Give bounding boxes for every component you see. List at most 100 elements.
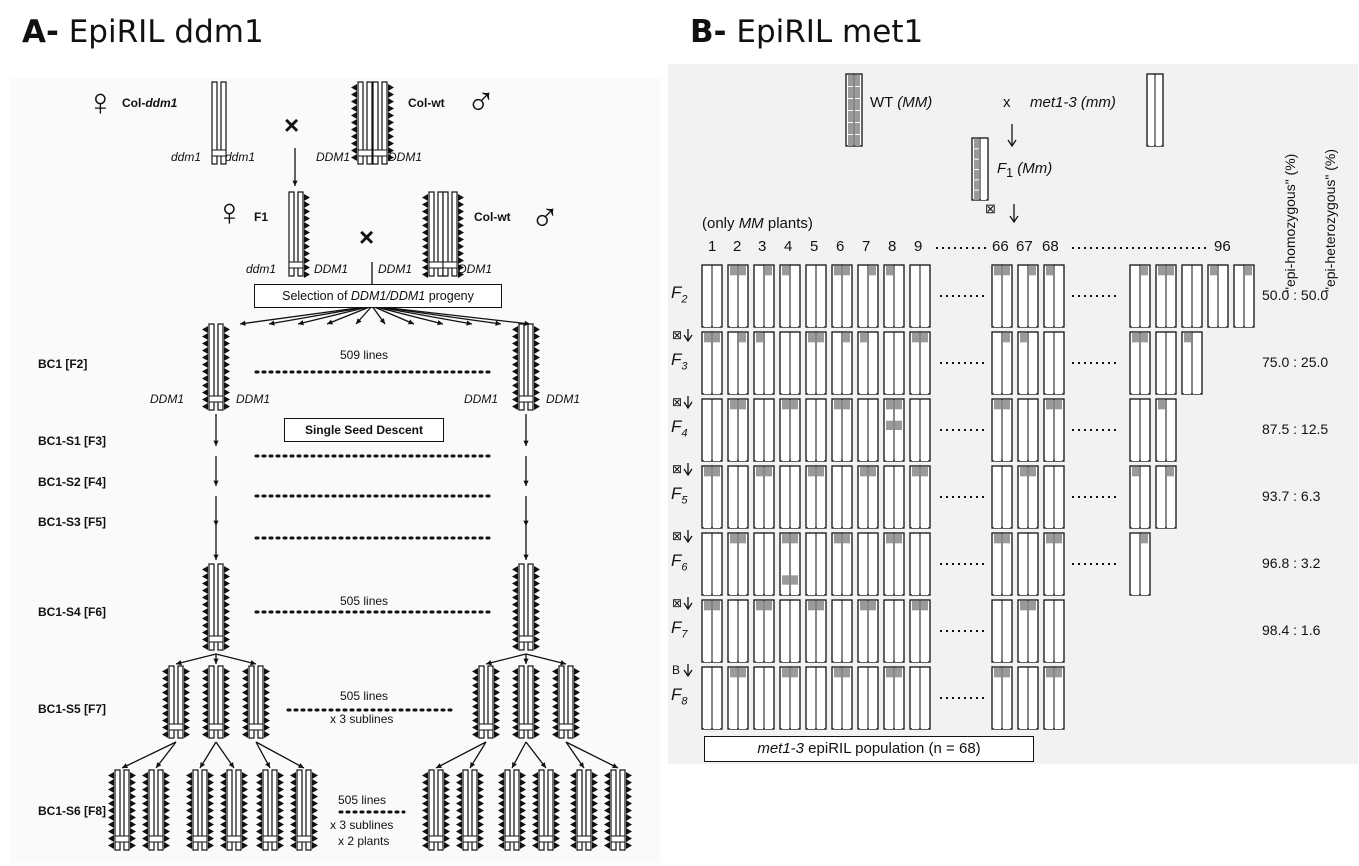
s6-right-chrom-5-mark-right: [626, 772, 632, 779]
panel-b-title-text: EpiRIL met1: [736, 14, 924, 50]
s6-right-chrom-5-mark-right: [626, 786, 632, 793]
s6-right-chrom-1-mark-left: [456, 842, 462, 849]
grid-bar-r1-c10-seg-l: [1020, 384, 1027, 394]
male-symbol-2-icon: ♂: [530, 196, 560, 240]
fan-arrow-7-shaft: [371, 305, 444, 325]
ssd-right-arrow-1-head: [523, 480, 529, 486]
grid-bar-r4-c9-seg-l: [994, 544, 1001, 554]
f1-chrom-mark-right: [304, 222, 310, 229]
grid-bar-r5-c11-seg-r: [1055, 601, 1062, 611]
note-s6-sublines: x 3 sublines: [330, 818, 394, 832]
grid-bar-r6-c0-seg-r: [713, 678, 720, 688]
grid-bar-r4-c4-seg-l: [808, 565, 815, 575]
s5-right-chrom-1-mark-right: [534, 675, 540, 682]
grid-bar-r6-c10-seg-r: [1029, 719, 1036, 729]
s5-left-chrom-2-mark-right: [264, 710, 270, 717]
grid-bar-r0-c4-seg-l: [808, 317, 815, 327]
s6-right-chrom-0-mark-left: [422, 793, 428, 800]
note-509-lines: 509 lines: [340, 348, 389, 362]
grid-bar-r0-c7-seg-l: [886, 276, 893, 286]
grid-bar-r4-c4-seg-r: [817, 585, 824, 595]
grid-bar-r0-c8-seg-l: [912, 317, 919, 327]
tail-bar-r2-c0-seg-r: [1141, 451, 1148, 461]
grid-bar-r4-c9-seg-r: [1003, 575, 1010, 585]
s6-left-chrom-5-mark-left: [290, 821, 296, 828]
tail-bar-r4-c0-seg-l: [1132, 575, 1139, 585]
plant-number: 7: [862, 238, 871, 255]
grid-bar-r0-c6-seg-l: [860, 297, 867, 307]
s6-right-chrom-5-mark-right: [626, 800, 632, 807]
grid-bar-r5-c1-seg-r: [739, 652, 746, 662]
s5-left-chrom-1-mark-left: [202, 710, 208, 717]
grid-bar-r3-c10-seg-l: [1020, 498, 1027, 508]
grid-bar-r6-c1-seg-l: [730, 719, 737, 729]
grid-bar-r0-c2-seg-l: [756, 276, 763, 286]
grid-bar-r2-c11-seg-l: [1046, 420, 1053, 430]
s6-right-chrom-4-locus: [576, 835, 592, 843]
tail-bar-r3-c1-seg-r: [1167, 477, 1174, 487]
grid-bar-r1-c4-seg-r: [817, 384, 824, 394]
grid-bar-r3-c9-seg-r: [1003, 477, 1010, 487]
s6-right-chrom-4-mark-left: [570, 800, 576, 807]
bc1-chrom-left-mark-right: [224, 326, 230, 333]
s6-right-chrom-1-mark-right: [478, 800, 484, 807]
grid-bar-r2-c8-seg-r: [921, 431, 928, 441]
tail-bar-r3-c1-seg-l: [1158, 487, 1165, 497]
grid-bar-r5-c8-seg-r: [921, 652, 928, 662]
bc1-chrom-left-mark-right: [224, 389, 230, 396]
tail-bar-r3-c0-seg-r: [1141, 487, 1148, 497]
grid-bar-r5-c8-seg-l: [912, 601, 919, 611]
generation-label: F3: [671, 350, 688, 373]
grid-bar-r4-c1-seg-l: [730, 544, 737, 554]
grid-bar-r2-c6-seg-r: [869, 431, 876, 441]
grid-bar-r0-c8-seg-r: [921, 286, 928, 296]
grid-bar-r6-c5-seg-r: [843, 678, 850, 688]
grid-bar-r3-c2-seg-r: [765, 477, 772, 487]
grid-bar-r1-c9-seg-l: [994, 364, 1001, 374]
grid-bar-r1-c1-seg-r: [739, 384, 746, 394]
s6-right-chrom-0-mark-right: [444, 807, 450, 814]
grid-bar-r5-c0-seg-l: [704, 611, 711, 621]
f1-chrom-mark-right: [304, 243, 310, 250]
grid-bar-r4-c8-seg-r: [921, 585, 928, 595]
s5-right-chrom-0-mark-left: [472, 717, 478, 724]
grid-bar-r0-c2-seg-r: [765, 286, 772, 296]
grid-bar-r4-c11-seg-l: [1046, 565, 1053, 575]
gen-label-bc1-s4: BC1-S4 [F6]: [38, 605, 107, 619]
s4-chrom-left-strand-b: [217, 563, 224, 651]
s6-right-chrom-5-mark-left: [604, 772, 610, 779]
f1-parent-bar-seg-l: [974, 180, 979, 190]
s6-right-chrom-4-mark-right: [592, 772, 598, 779]
plant-number: 66: [992, 238, 1009, 255]
tail-bar-r2-c1-seg-r: [1167, 410, 1174, 420]
tail-bar-r1-c0-seg-l: [1132, 364, 1139, 374]
grid-bar-r6-c8-seg-l: [912, 688, 919, 698]
s6-left-chrom-4-mark-left: [256, 842, 262, 849]
f1-chrom-mark-right: [304, 271, 310, 278]
s5-right-chrom-0-mark-right: [494, 724, 500, 731]
bc1-chrom-right-mark-left: [512, 368, 518, 375]
grid-bar-r4-c8-seg-r: [921, 544, 928, 554]
s5-right-arrow-0-head: [486, 660, 492, 666]
grid-bar-r3-c6-seg-l: [860, 508, 867, 518]
bc1-chrom-left-mark-right: [224, 396, 230, 403]
gen-arrow-0-head: [683, 334, 693, 343]
grid-bar-r4-c0-seg-r: [713, 554, 720, 564]
grid-bar-r4-c9-seg-l: [994, 565, 1001, 575]
tail-bar-r0-c0-seg-r: [1141, 297, 1148, 307]
s6-left-chrom-3-locus: [226, 835, 242, 843]
grid-bar-r5-c4-seg-r: [817, 652, 824, 662]
wt-parent-bar-seg-l: [848, 99, 853, 110]
ssd-right-arrow-2-head: [523, 520, 529, 526]
grid-bar-r4-c5-seg-r: [843, 544, 850, 554]
grid-bar-r1-c8-seg-r: [921, 343, 928, 353]
grid-bar-r1-c10-seg-r: [1029, 364, 1036, 374]
plant-number: 68: [1042, 238, 1059, 255]
grid-bar-r4-c10-seg-l: [1020, 544, 1027, 554]
s6-right-chrom-3-mark-right: [554, 800, 560, 807]
grid-bar-r3-c9-seg-l: [994, 518, 1001, 528]
grid-bar-r5-c4-seg-r: [817, 642, 824, 652]
grid-bar-r6-c7-seg-l: [886, 668, 893, 678]
grid-bar-r4-c11-seg-l: [1046, 585, 1053, 595]
s5-left-arrow-2-head: [250, 660, 256, 666]
